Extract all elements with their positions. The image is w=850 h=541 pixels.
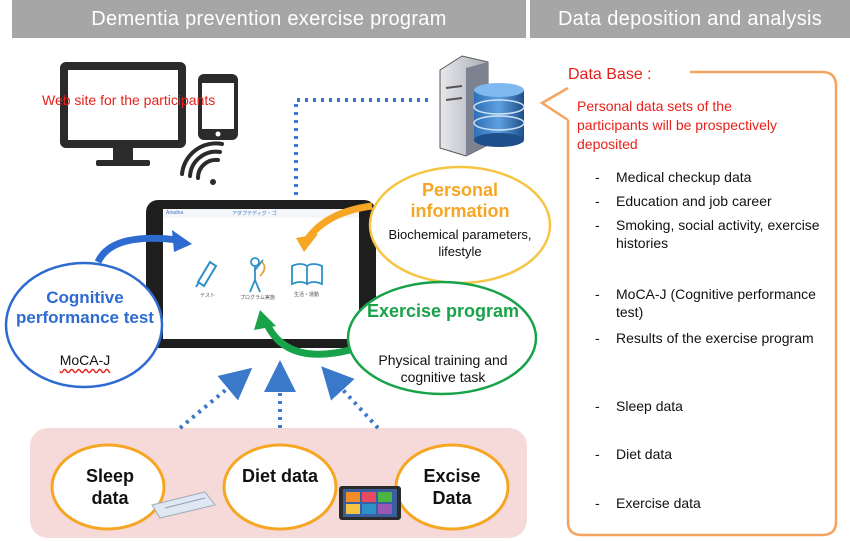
exercise-program-title: Exercise program <box>366 301 520 321</box>
database-item-exercise: -Exercise data <box>595 495 701 511</box>
cognitive-test-name-wrapper: MoCA-J <box>10 352 160 368</box>
database-item-histories: -Smoking, social activity, exercise hist… <box>595 217 820 251</box>
database-border <box>566 70 838 537</box>
database-pointer <box>539 86 569 122</box>
diet-data-label: Diet data <box>241 466 319 486</box>
database-subtitle: Personal data sets of the participants w… <box>577 98 777 152</box>
exercise-program-bubble <box>346 280 538 396</box>
database-title: Data Base : <box>568 66 652 83</box>
cognitive-test-bubble <box>4 261 164 389</box>
cognitive-test-arrow <box>94 234 179 264</box>
sleep-data-bubble <box>50 443 166 531</box>
smartphone-icon <box>198 74 238 140</box>
sleep-data-label: Sleep data <box>85 466 135 508</box>
exercise-upload-arrow <box>321 366 380 430</box>
monitor-icon <box>60 62 186 166</box>
exercise-program-description: Physical training and cognitive task <box>378 352 508 385</box>
tablet-app-label-test: テスト <box>200 293 216 299</box>
wifi-icon <box>180 141 224 185</box>
database-item-exercise-results: -Results of the exercise program <box>595 330 814 346</box>
sleep-upload-arrow <box>178 367 253 430</box>
web-site-label: Web site for the participants <box>42 92 216 108</box>
personal-info-arrow <box>304 202 373 243</box>
cognitive-test-title: Cognitive performance test <box>16 288 154 327</box>
database-item-diet: -Diet data <box>595 446 673 462</box>
server-database-icon <box>439 55 525 157</box>
database-item-medical: -Medical checkup data <box>595 169 752 185</box>
personal-info-title: Personal information <box>410 180 510 221</box>
exercise-tablet-icon <box>339 486 401 520</box>
exercise-program-arrow <box>262 320 351 358</box>
header-dementia-program: Dementia prevention exercise program <box>12 0 526 38</box>
tablet-app-label-lifestyle: 生活・運動 <box>294 292 320 298</box>
pencil-icon <box>195 260 218 288</box>
excise-data-label: Excise Data <box>423 466 481 508</box>
tablet-app-label-program: プログラム実施 <box>240 295 275 301</box>
server-to-tablet-link <box>294 98 428 205</box>
database-item-education: -Education and job career <box>595 193 772 209</box>
cognitive-test-name: MoCA-J <box>59 352 111 368</box>
tablet-header-left: Ariadna <box>166 210 184 216</box>
database-item-moca: -MoCA-J (Cognitive performance test) <box>595 286 816 320</box>
stretching-person-icon <box>249 257 266 293</box>
header-data-deposition: Data deposition and analysis <box>530 0 850 38</box>
sleep-sensor-mat-icon <box>151 491 216 519</box>
database-item-sleep: -Sleep data <box>595 398 683 414</box>
tablet-header-title: アダプテディグ・ゴ <box>232 211 277 217</box>
diet-data-bubble <box>222 443 338 531</box>
open-book-icon <box>291 263 323 286</box>
personal-info-description: Biochemical parameters, lifestyle <box>388 227 532 259</box>
